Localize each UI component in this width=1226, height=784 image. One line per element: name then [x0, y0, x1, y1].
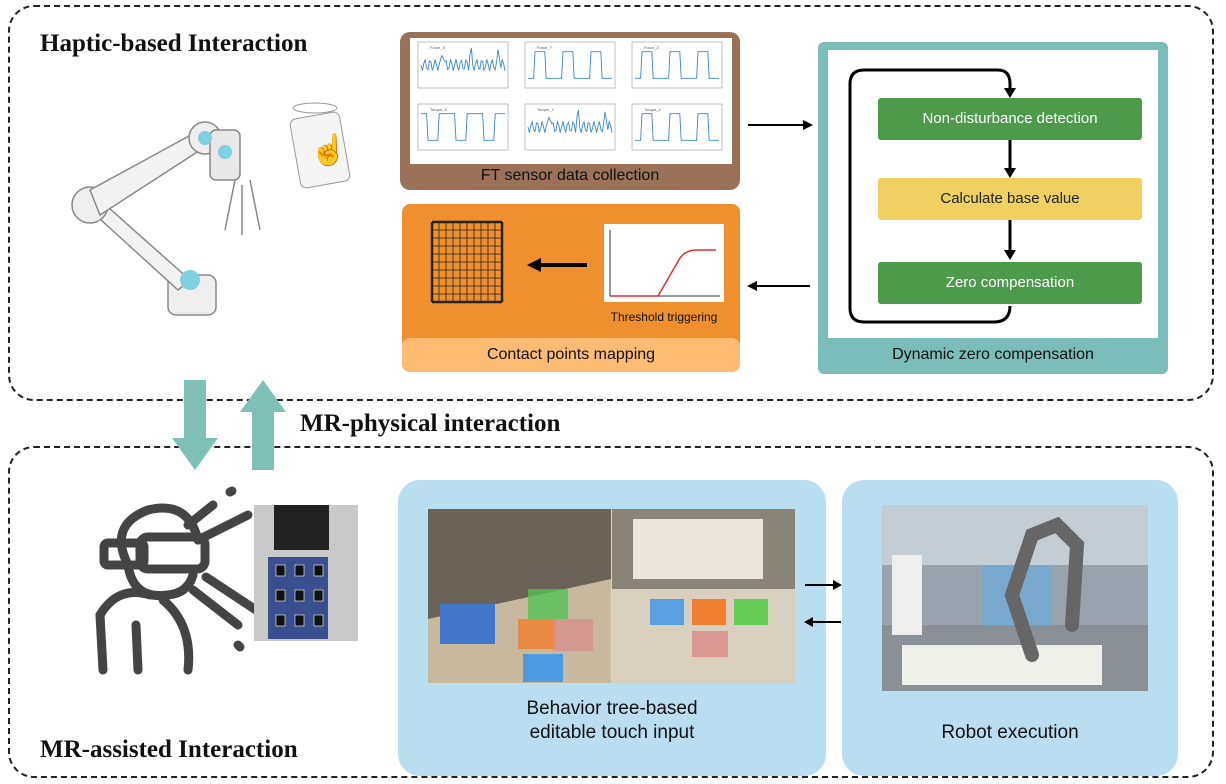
ft-plot-legend: Torque_Z [644, 107, 661, 112]
contact-label-bar [402, 338, 740, 372]
contact-label: Contact points mapping [486, 346, 656, 363]
teal-arrow-down [172, 380, 218, 470]
ft-plot-legend: Torque_X [430, 107, 447, 112]
robot-execution-label: Robot execution [941, 722, 1079, 743]
keypad-key [313, 614, 324, 627]
step-zero-compensation: Zero compensation [878, 262, 1142, 304]
mr-assisted-title: MR-assisted Interaction [40, 736, 298, 763]
teal-arrow-up [240, 380, 286, 470]
keypad-key [294, 614, 305, 627]
ft-plot-force_z: Force_Z [631, 41, 723, 89]
mr-assisted-section [8, 446, 1214, 778]
keypad-key [313, 589, 324, 602]
ft-plot-torque_z: Torque_Z [631, 103, 723, 151]
ft-plot-torque_x: Torque_X [417, 103, 509, 151]
keypad-key [294, 564, 305, 577]
arrow-dzc-to-contact [747, 281, 810, 291]
ft-plots [410, 38, 732, 164]
mr-physical-title: MR-physical interaction [300, 410, 561, 437]
ft-plot-legend: Force_Z [644, 45, 659, 50]
keypad-key [313, 564, 324, 577]
threshold-label: Threshold triggering [610, 310, 718, 324]
step-non-disturbance: Non-disturbance detection [878, 98, 1142, 140]
ft-plot-torque_y: Torque_Y [524, 103, 616, 151]
dzc-loop-arrows [848, 68, 1016, 324]
ft-label: FT sensor data collection [480, 167, 660, 184]
dzc-label: Dynamic zero compensation [892, 346, 1094, 363]
contact-grid-icon [430, 220, 504, 304]
robot-arm-illustration: ☝ [71, 102, 351, 316]
arrow-threshold-to-grid [527, 258, 587, 272]
robot-execution-photo [882, 505, 1148, 691]
arrow-touch-to-robot [805, 580, 842, 590]
keypad-key [275, 564, 286, 577]
ft-plot-legend: Force_X [430, 45, 445, 50]
keypad-key [294, 589, 305, 602]
step-base-value: Calculate base value [878, 178, 1142, 220]
ar-keypad-photo [254, 505, 358, 641]
threshold-chart [604, 224, 724, 302]
mr-touch-photos [428, 509, 795, 683]
ft-plot-force_x: Force_X [417, 41, 509, 89]
touch-label: Behavior tree-based editable touch input [398, 697, 826, 745]
touch-label-line1: Behavior tree-based [526, 698, 698, 719]
touch-label-line2: editable touch input [529, 722, 695, 743]
touch-hand-icon: ☝ [310, 131, 347, 168]
mr-user-headset-icon [95, 486, 261, 675]
haptic-section [8, 5, 1214, 401]
haptic-title: Haptic-based Interaction [40, 30, 308, 57]
keypad-key [275, 589, 286, 602]
ft-plot-force_y: Force_Y [524, 41, 616, 89]
ft-plot-legend: Torque_Y [537, 107, 554, 112]
keypad-key [275, 614, 286, 627]
ft-plot-grid: Force_X Force_Y Force_Z Torque_X Torque_Y Tor… [417, 41, 723, 151]
ft-plot-legend: Force_Y [537, 45, 552, 50]
arrow-robot-to-touch [804, 617, 841, 627]
arrow-ft-to-dzc [748, 120, 813, 130]
